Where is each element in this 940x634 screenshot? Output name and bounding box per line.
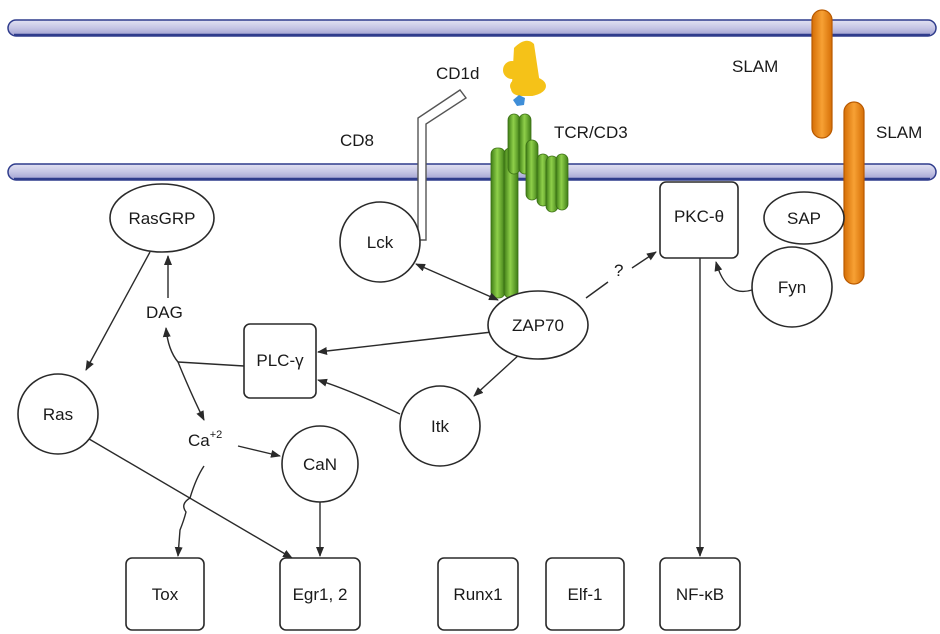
arrow-rasgrp-ras [85,251,151,371]
slam-top-label: SLAM [732,57,778,76]
node-lck-label: Lck [367,233,394,252]
upper-membrane [7,19,937,37]
slam-top-receptor [811,9,833,139]
arrow-plc-split [177,361,245,367]
arrow-zap70-plc [317,331,493,355]
node-itk[interactable]: Itk [399,385,481,467]
node-sap-label: SAP [787,209,821,228]
cd1d-label: CD1d [436,64,479,83]
node-tox-label: Tox [152,585,179,604]
node-nfkb-label: NF-κB [676,585,724,604]
question-mark: ? [614,261,623,280]
node-sap[interactable]: SAP [763,191,845,245]
node-itk-label: Itk [431,417,449,436]
slam-right-label: SLAM [876,123,922,142]
dag-label: DAG [146,303,183,322]
node-nfkb[interactable]: NF-κB [659,557,741,631]
node-rasgrp-label: RasGRP [128,209,195,228]
arrow-lck-zap70 [415,263,499,301]
node-ras-label: Ras [43,405,73,424]
node-tox[interactable]: Tox [125,557,205,631]
node-elf1-label: Elf-1 [568,585,603,604]
arrow-zap70-pkc-tip [631,251,657,269]
antigen-icon [513,95,525,106]
node-egr-label: Egr1, 2 [293,585,348,604]
node-runx1-label: Runx1 [453,585,502,604]
tcr-cd3-label: TCR/CD3 [554,123,628,142]
arrow-zap70-itk [473,353,521,397]
arrow-zap70-pkc [585,281,609,299]
arrow-ras-egr [83,435,293,559]
node-ras[interactable]: Ras [17,373,99,455]
node-fyn-label: Fyn [778,278,806,297]
node-rasgrp[interactable]: RasGRP [109,183,215,253]
node-runx1[interactable]: Runx1 [437,557,519,631]
ca-superscript: +2 [210,429,223,441]
arrow-fyn-pkc [714,261,753,293]
node-can-label: CaN [303,455,337,474]
node-fyn[interactable]: Fyn [751,246,833,328]
slam-right-receptor [843,101,865,285]
node-elf1[interactable]: Elf-1 [545,557,625,631]
cd8-coreceptor [417,89,468,241]
node-pkc[interactable]: PKC-θ [659,181,739,259]
ca-base: Ca [188,431,210,450]
arrow-split-ca [177,361,205,421]
node-pkc-label: PKC-θ [674,207,724,226]
node-zap70[interactable]: ZAP70 [487,290,589,360]
node-egr[interactable]: Egr1, 2 [279,557,361,631]
node-zap70-label: ZAP70 [512,316,564,335]
node-can[interactable]: CaN [281,425,359,503]
ca-label: Ca+2 [188,429,222,450]
cd1d-molecule-icon [503,40,546,96]
tcr-cd3-complex [490,113,569,299]
node-lck[interactable]: Lck [339,201,421,283]
node-plc[interactable]: PLC-γ [243,323,317,399]
arrows [83,251,753,559]
lower-membrane [7,163,937,181]
arrow-ca-tox [174,465,205,557]
cd8-label: CD8 [340,131,374,150]
arrow-itk-plc [317,378,401,415]
arrow-ca-can [237,445,281,458]
arrow-split-dag [162,327,179,363]
node-plc-label: PLC-γ [256,351,304,370]
